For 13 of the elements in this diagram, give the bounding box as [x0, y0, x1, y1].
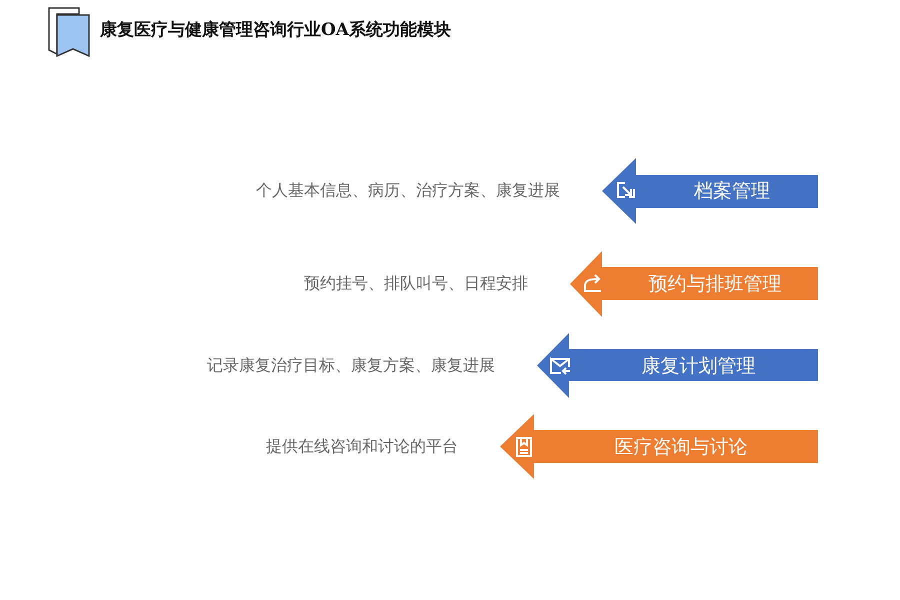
banner-label: 康复计划管理 [642, 354, 756, 378]
banner-label: 医疗咨询与讨论 [614, 434, 748, 460]
arrow-banner [570, 251, 818, 317]
arrow-banner [602, 158, 818, 224]
title: 康复医疗与健康管理咨询行业OA系统功能模块 [100, 19, 451, 41]
banner-label: 预约与排班管理 [648, 272, 782, 297]
arrow-banner [537, 333, 818, 398]
description-text: 记录康复治疗目标、康复方案、康复进展 [207, 355, 495, 376]
description-text: 预约挂号、排队叫号、日程安排 [304, 274, 528, 294]
arrow-banner [500, 414, 818, 479]
description-text: 提供在线咨询和讨论的平台 [266, 436, 458, 457]
banner-label: 档案管理 [694, 179, 770, 204]
description-text: 个人基本信息、病历、治疗方案、康复进展 [256, 180, 560, 202]
